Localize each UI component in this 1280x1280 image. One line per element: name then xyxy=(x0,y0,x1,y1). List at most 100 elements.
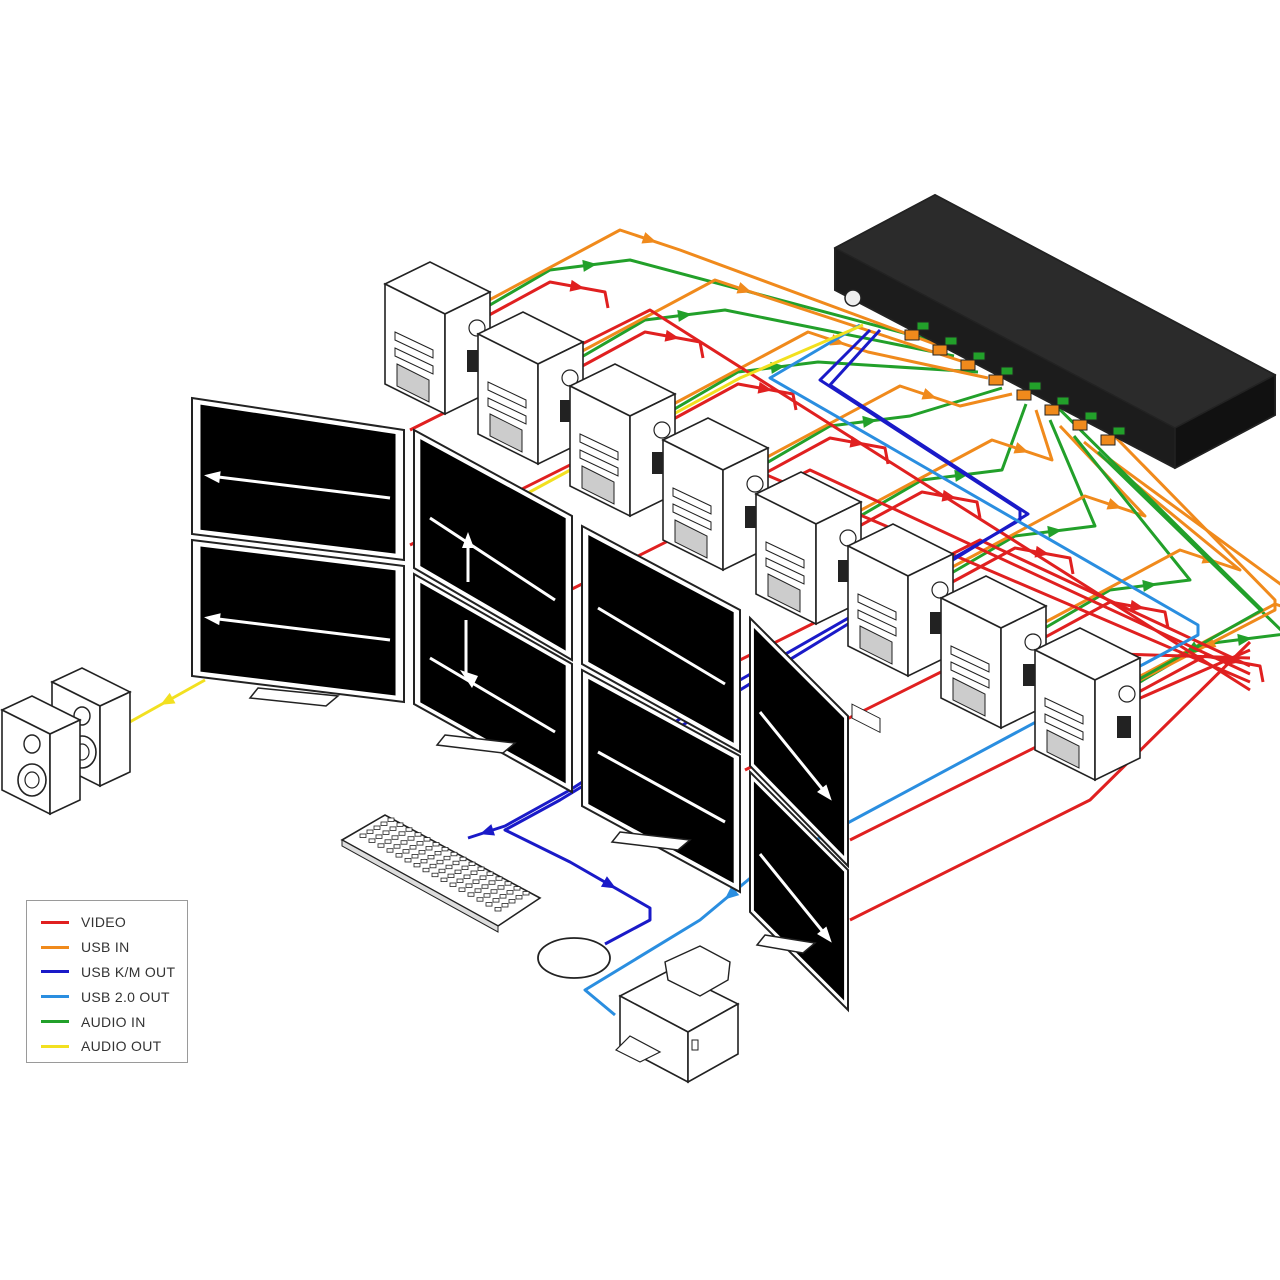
keyboard-key xyxy=(499,894,507,899)
keyboard-key xyxy=(454,869,462,874)
screen-line xyxy=(597,750,726,824)
keyboard-key xyxy=(461,865,469,870)
keyboard-key xyxy=(431,872,439,878)
keyboard-key xyxy=(427,855,435,860)
legend-label: VIDEO xyxy=(81,914,127,931)
keyboard-key xyxy=(472,879,480,884)
legend-item-audio-out: AUDIO OUT xyxy=(41,1034,187,1059)
computer-tower-icon xyxy=(939,575,1048,730)
drive-bay xyxy=(579,449,619,477)
cable-arrow xyxy=(582,259,597,272)
keyboard-key xyxy=(416,841,424,846)
keyboard-key xyxy=(384,839,392,844)
legend-label: USB 2.0 OUT xyxy=(81,988,170,1005)
drive-bay xyxy=(579,433,619,461)
keyboard-key xyxy=(414,832,422,837)
monitor-screen xyxy=(420,439,566,651)
drive-bay xyxy=(765,557,805,585)
legend-swatch xyxy=(41,920,69,924)
legend-label: AUDIO OUT xyxy=(81,1038,162,1055)
computer-tower-icon xyxy=(754,471,863,626)
audio-in-cable xyxy=(1018,368,1264,692)
keyboard-key xyxy=(377,843,385,848)
keyboard-key xyxy=(386,848,394,853)
cable-arrow xyxy=(954,469,969,482)
computer-tower-icon xyxy=(568,363,677,518)
keyboard-key xyxy=(395,853,403,858)
speaker-side xyxy=(49,718,81,816)
kvm-display xyxy=(851,703,881,734)
cable-arrow xyxy=(569,279,585,292)
vent-grille xyxy=(674,519,708,559)
keyboard-key xyxy=(402,849,410,854)
cable-arrow xyxy=(724,885,740,900)
cable-arrow xyxy=(677,309,692,322)
screen-arrow xyxy=(817,926,832,943)
keyboard-key xyxy=(438,868,446,874)
keyboard-key xyxy=(495,876,503,881)
drive-bay xyxy=(672,487,712,515)
cable-arrow xyxy=(600,876,617,889)
legend: VIDEO USB IN USB K/M OUT USB 2.0 OUT AUD… xyxy=(26,900,188,1063)
keyboard-key xyxy=(515,895,523,900)
usb-port xyxy=(1044,404,1060,416)
printer-icon xyxy=(614,945,740,1084)
printer-side xyxy=(687,1002,739,1084)
keyboard-key xyxy=(468,861,476,866)
keyboard-key xyxy=(470,870,478,875)
screen-arrow xyxy=(204,471,221,484)
keyboard-key xyxy=(452,860,460,866)
screen-line xyxy=(597,606,726,686)
cable-arrow xyxy=(757,381,773,394)
video-cable xyxy=(849,640,1252,922)
monitor-screen xyxy=(753,781,845,1001)
fan-icon xyxy=(746,475,764,493)
usb-port xyxy=(932,344,948,356)
monitor-icon xyxy=(581,668,741,894)
keyboard-key xyxy=(405,827,413,832)
audio-port xyxy=(972,351,986,361)
keyboard-key xyxy=(440,877,448,882)
keyboard-key xyxy=(490,889,498,894)
screen-arrow xyxy=(460,670,478,688)
keyboard-key xyxy=(501,903,509,908)
screen-line xyxy=(758,853,830,939)
audio-port xyxy=(1056,396,1070,406)
drive-bay xyxy=(394,347,434,375)
keyboard-key xyxy=(445,864,453,870)
keyboard-key xyxy=(492,898,500,903)
keyboard-key xyxy=(456,878,464,883)
computer-group xyxy=(383,261,1142,782)
vent-grille xyxy=(767,573,801,613)
keyboard-key xyxy=(436,859,444,865)
io-panel xyxy=(1023,664,1037,686)
drive-bay xyxy=(765,541,805,569)
keyboard-key xyxy=(422,867,430,873)
monitor-stand xyxy=(248,687,340,707)
audio-port xyxy=(1084,411,1098,421)
legend-swatch xyxy=(41,1020,69,1024)
cable-arrow xyxy=(664,329,680,342)
keyboard-key xyxy=(483,893,491,898)
vent-grille xyxy=(489,413,523,453)
fan-icon xyxy=(1118,685,1136,703)
cable-arrow xyxy=(862,415,877,428)
drive-bay xyxy=(857,609,897,637)
usb-port xyxy=(1072,419,1088,431)
drive-bay xyxy=(950,645,990,673)
monitor-screen xyxy=(200,546,396,696)
audio-port xyxy=(1000,366,1014,376)
speaker-icon xyxy=(0,695,82,816)
keyboard-key xyxy=(400,840,408,845)
keyboard-key xyxy=(506,890,514,895)
legend-label: USB IN xyxy=(81,939,130,956)
drive-bay xyxy=(672,503,712,531)
fan-icon xyxy=(653,421,671,439)
vent-grille xyxy=(396,363,430,403)
usb-port xyxy=(1100,434,1116,446)
legend-label: AUDIO IN xyxy=(81,1013,146,1030)
usb-port xyxy=(904,329,920,341)
keyboard-key xyxy=(508,899,516,904)
screen-arrow xyxy=(204,613,221,626)
